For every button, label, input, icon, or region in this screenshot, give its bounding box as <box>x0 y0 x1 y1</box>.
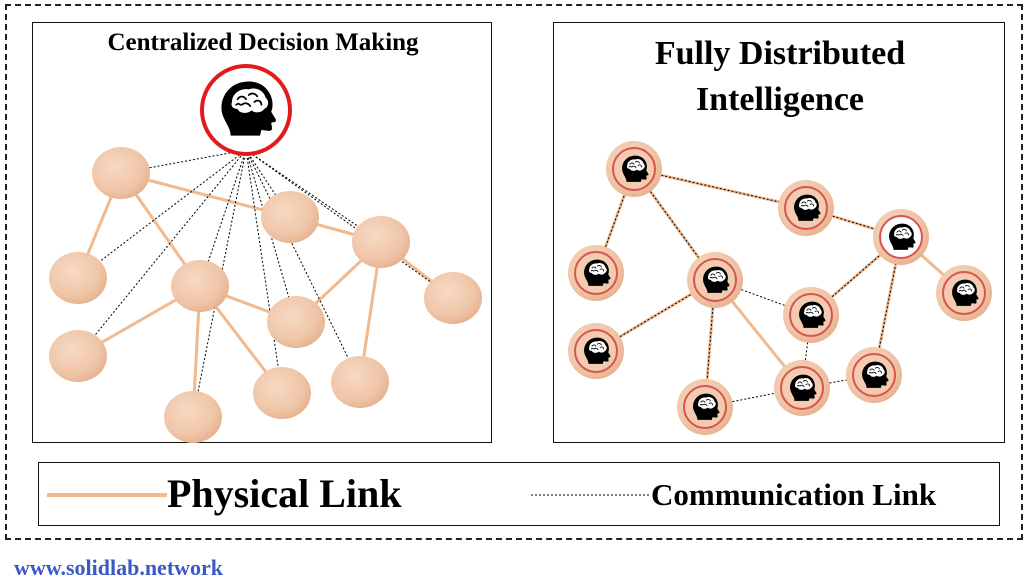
brain-node <box>783 287 839 343</box>
communication-link <box>245 149 291 218</box>
brain-node <box>778 180 834 236</box>
network-node <box>49 330 107 382</box>
brain-node <box>568 323 624 379</box>
communication-link <box>633 168 807 209</box>
network-node <box>267 296 325 348</box>
communication-link <box>633 168 716 281</box>
legend: Physical Link Communication Link <box>38 462 1000 526</box>
network-node <box>171 260 229 312</box>
brain-node <box>677 379 733 435</box>
network-node <box>261 191 319 243</box>
brain-node <box>846 347 902 403</box>
brain-node <box>936 265 992 321</box>
distributed-title-line2: Intelligence <box>695 81 865 118</box>
diagram-frame <box>5 4 1023 540</box>
communication-link <box>595 279 716 352</box>
network-node <box>424 272 482 324</box>
network-node <box>253 367 311 419</box>
legend-lines <box>47 493 651 497</box>
brain-node <box>873 209 929 265</box>
communication-link-label: Communication Link <box>651 477 937 512</box>
communication-link <box>245 149 454 299</box>
website-url[interactable]: www.solidlab.network <box>14 555 224 580</box>
brain-node <box>774 360 830 416</box>
network-node <box>164 391 222 443</box>
centralized-panel: Centralized Decision Making <box>32 22 492 443</box>
distributed-network <box>568 141 992 435</box>
brain-node <box>568 245 624 301</box>
distributed-title: Fully Distributed Intelligence <box>554 31 1006 123</box>
brain-node <box>687 252 743 308</box>
network-node <box>92 147 150 199</box>
communication-link <box>77 149 247 357</box>
centralized-network <box>49 64 482 443</box>
distributed-title-line1: Fully Distributed <box>654 35 906 72</box>
network-node <box>352 216 410 268</box>
brain-node <box>606 141 662 197</box>
centralized-title: Centralized Decision Making <box>107 29 419 56</box>
physical-link-label: Physical Link <box>167 471 402 516</box>
network-node <box>49 252 107 304</box>
network-nodes <box>49 147 482 443</box>
distributed-panel: Fully Distributed Intelligence <box>553 22 1005 443</box>
central-brain <box>200 64 292 156</box>
communication-link <box>245 149 361 383</box>
network-node <box>331 356 389 408</box>
communication-link <box>77 149 247 279</box>
physical-link <box>120 171 291 219</box>
communication-link <box>245 149 283 394</box>
brain-nodes <box>568 141 992 435</box>
